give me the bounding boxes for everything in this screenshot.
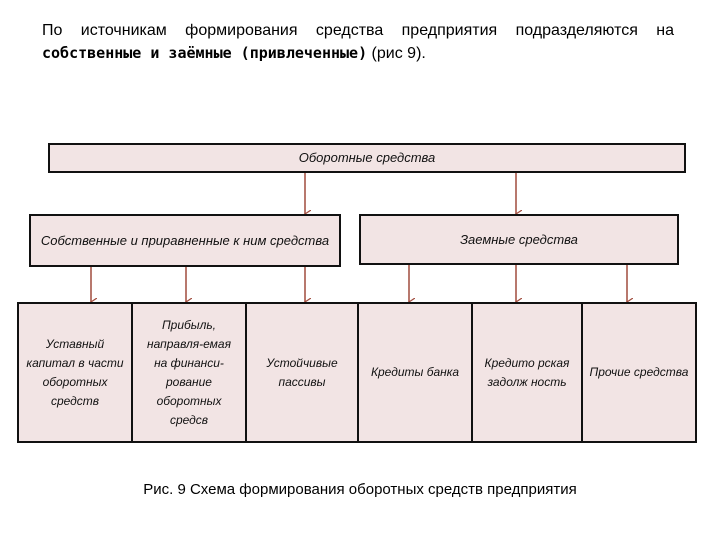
figure-caption: Рис. 9 Схема формирования оборотных сред… — [143, 481, 577, 498]
working-capital-label: Оборотные средства — [298, 150, 436, 165]
working-capital-box: Оборотные средства — [48, 143, 686, 173]
item-profit: Прибыль, направля-емая на финанси-ровани… — [133, 304, 247, 441]
item-stable-liabilities: Устойчивые пассивы — [247, 304, 359, 441]
intro-text-bold: собственные и заёмные (привлеченные) — [42, 44, 368, 62]
item-other-funds: Прочие средства — [589, 365, 689, 379]
sources-row: Уставный капитал в части оборотных средс… — [17, 302, 697, 443]
intro-paragraph: По источникам формирования средства пред… — [42, 20, 674, 65]
own-funds-label: Собственные и приравненные к ним средств… — [40, 232, 330, 248]
borrowed-funds-box: Заемные средства — [359, 214, 679, 265]
intro-text-end: (рис 9). — [367, 45, 426, 62]
item-accounts-payable: Кредито рская задолж ность — [473, 304, 583, 441]
item-bank-credits: Кредиты банка — [359, 304, 473, 441]
own-funds-box: Собственные и приравненные к ним средств… — [29, 214, 341, 267]
item-charter-capital: Уставный капитал в части оборотных средс… — [19, 304, 133, 441]
borrowed-funds-label: Заемные средства — [460, 231, 578, 247]
intro-text-start: По источникам формирования средства пред… — [42, 22, 674, 39]
